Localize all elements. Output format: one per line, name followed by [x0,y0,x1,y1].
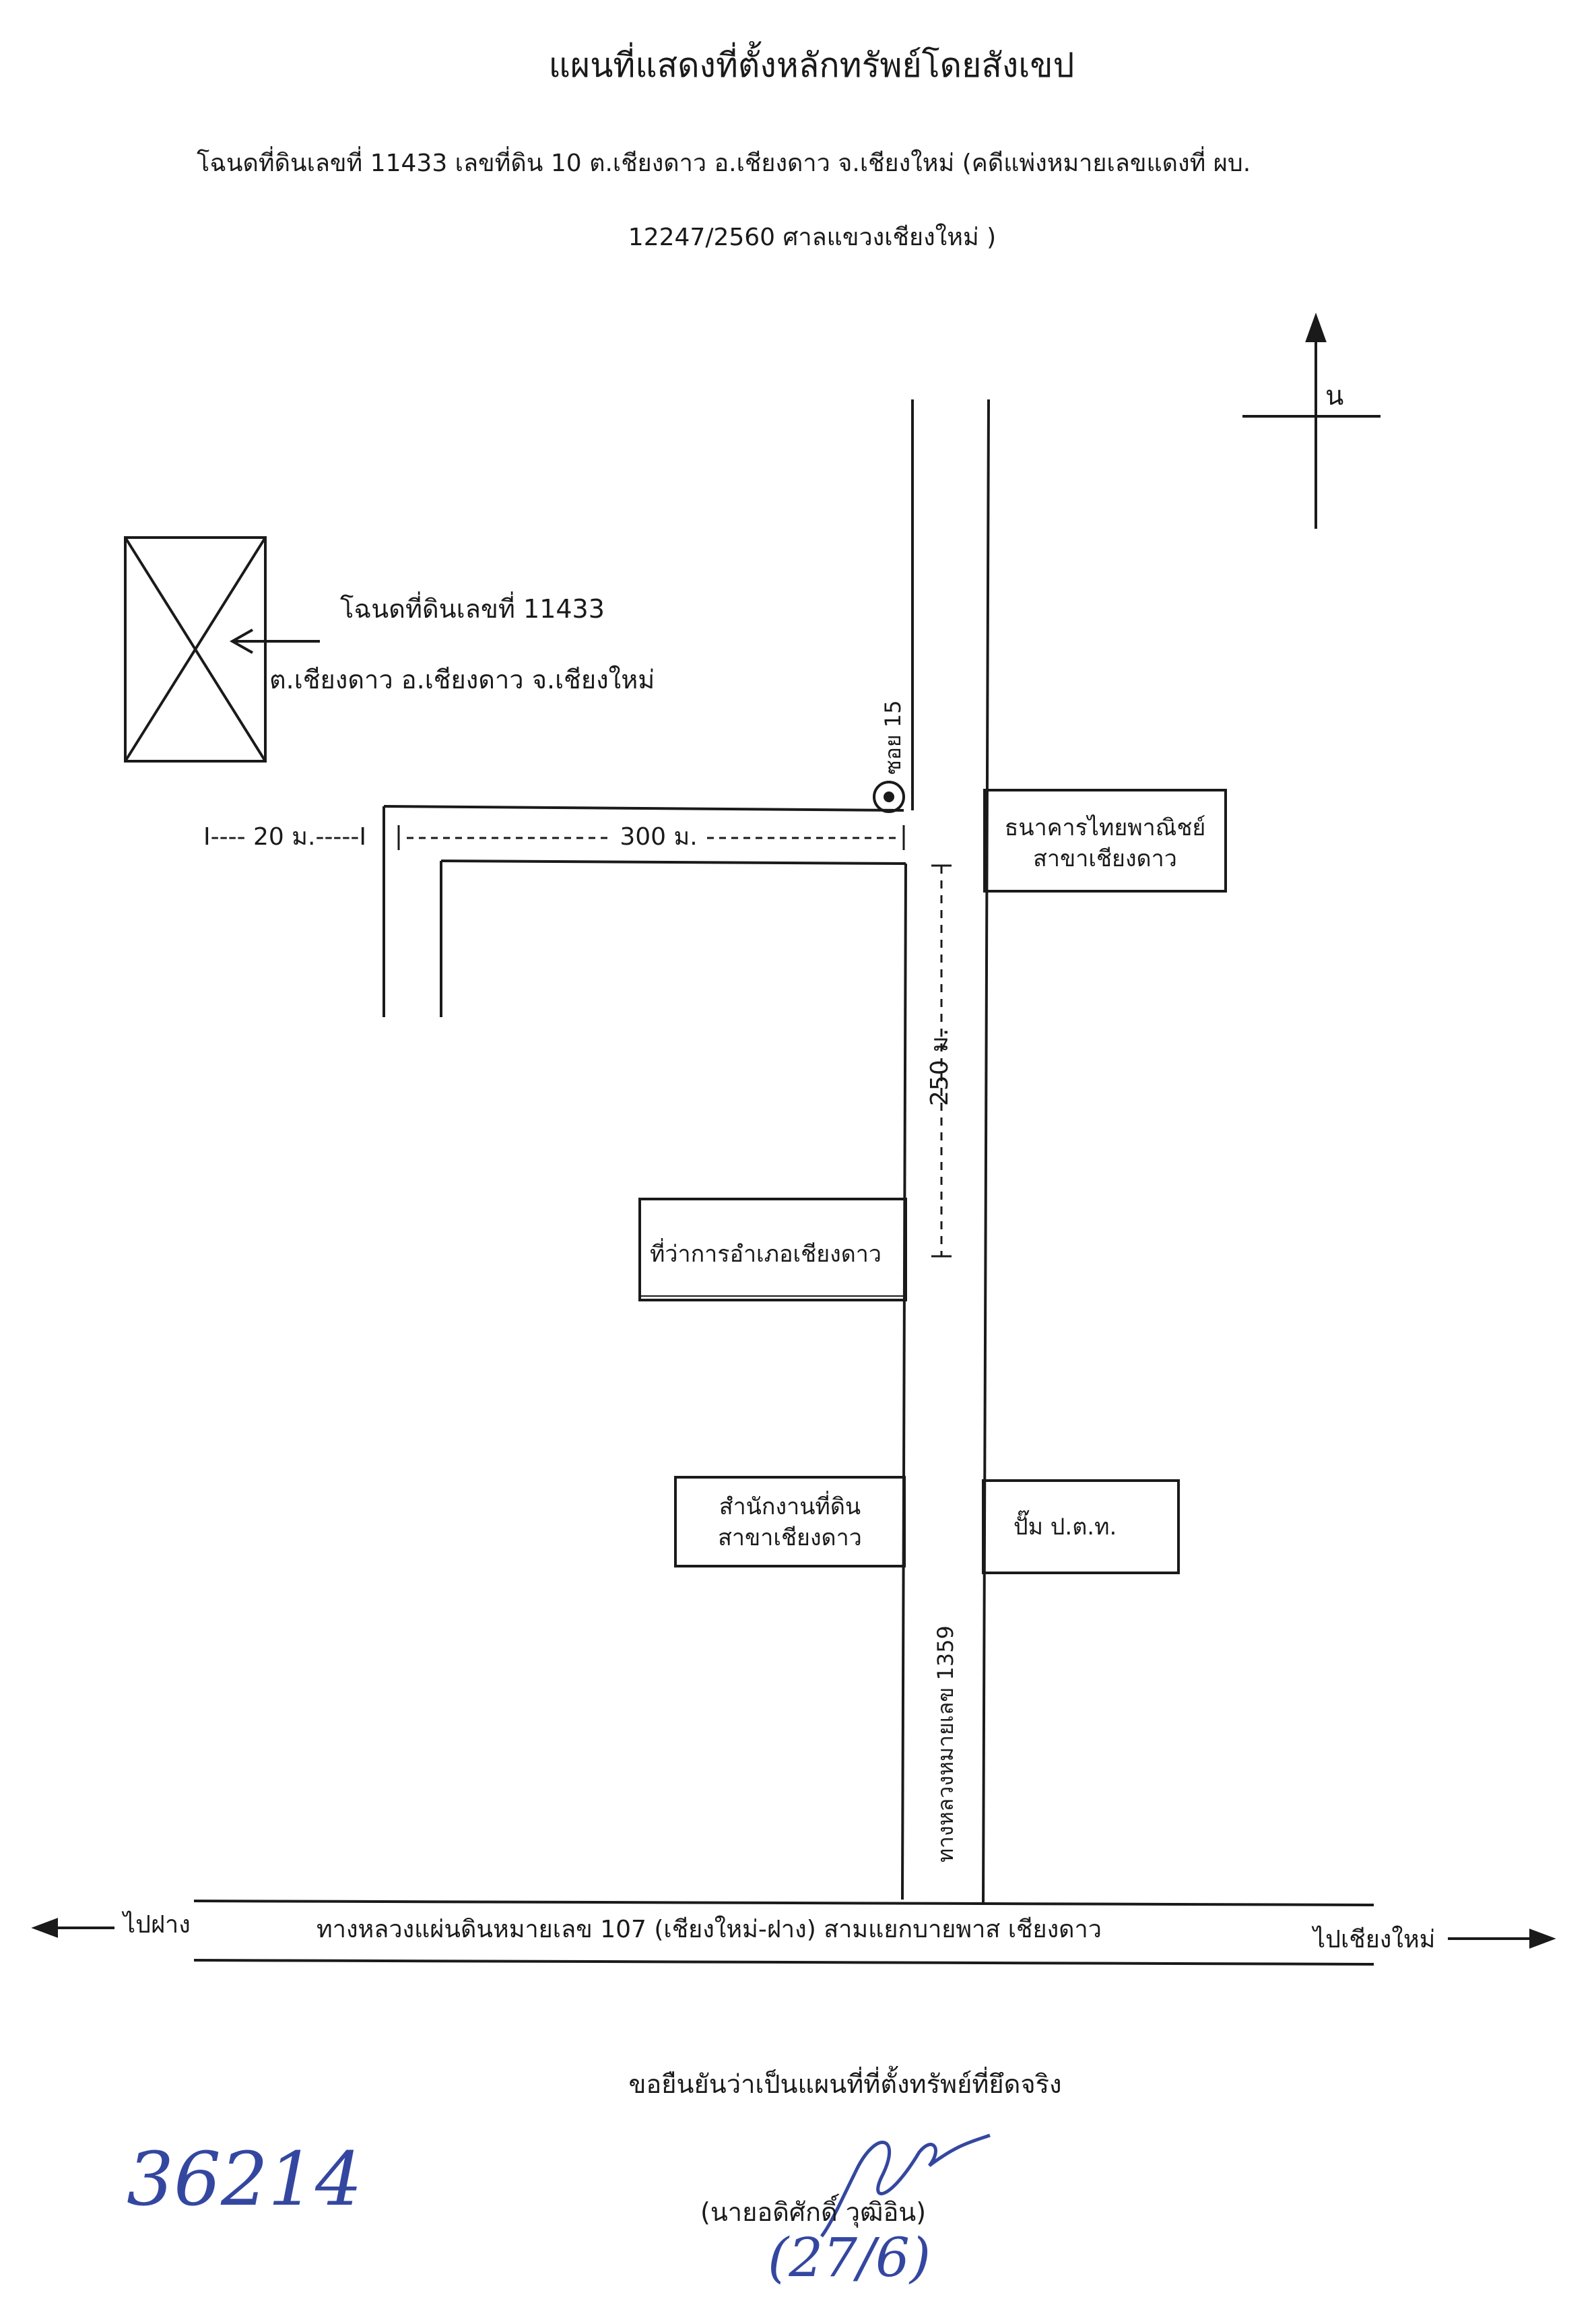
deed-reference-line-2: 12247/2560 ศาลแขวงเชียงใหม่ ) [628,224,997,251]
highway-107-label: ทางหลวงแผ่นดินหมายเลข 107 (เชียงใหม่-ฝาง… [317,1916,1102,1943]
signature-mark [820,2133,991,2238]
signer-name: (นายอดิศักดิ์ วุฒิอิน) [700,2197,927,2227]
soi-junction-marker-icon [873,781,905,813]
distance-250m-label: 250 ม. [926,1028,954,1106]
bank-label-line-1: ธนาคารไทยพาณิชย์ [1004,814,1206,841]
arrow-left-icon [31,1918,114,1938]
to-fang-label: ไปฝาง [123,1911,191,1939]
parcel-box [124,536,267,763]
road-highway-1359 [901,399,990,1906]
parcel-label-line-1: โฉนดที่ดินเลขที่ 11433 [340,594,605,624]
north-arrow-icon [1242,313,1381,529]
arrow-right-icon [1448,1929,1556,1949]
gas-station-box [982,1479,1180,1574]
soi-15-label: ซอย 15 [880,700,906,775]
confirmation-text: ขอยืนยันว่าเป็นแผนที่ที่ตั้งทรัพย์ที่ยึด… [628,2069,1062,2099]
distance-300m-label: 300 ม. [620,823,698,851]
dimension-250m-line [931,864,952,1258]
bank-label: ธนาคารไทยพาณิชย์ สาขาเชียงดาว [991,813,1220,875]
bank-box [983,789,1227,893]
dimension-300m-line [397,825,905,850]
gas-station-label: ปั๊ม ป.ต.ท. [1013,1514,1117,1541]
to-chiangmai-label: ไปเชียงใหม่ [1313,1926,1436,1953]
distance-20m-label: I---- 20 ม.-----I [203,823,367,851]
parcel-pointer-arrow-icon [229,628,320,654]
handwritten-date: (27/6) [768,2226,931,2289]
deed-reference-line-1: โฉนดที่ดินเลขที่ 11433 เลขที่ดิน 10 ต.เช… [197,150,1251,177]
bank-label-line-2: สาขาเชียงดาว [1033,845,1177,872]
north-label: น [1325,381,1344,412]
land-office-label-line-2: สาขาเชียงดาว [718,1524,862,1551]
district-office-box [638,1198,907,1301]
road-soi-15 [383,805,906,1017]
parcel-label-line-2: ต.เชียงดาว อ.เชียงดาว จ.เชียงใหม่ [269,665,655,694]
land-office-box [674,1476,906,1567]
handwritten-code: 36214 [127,2136,362,2222]
page-title: แผนที่แสดงที่ตั้งหลักทรัพย์โดยสังเขป [548,46,1075,85]
land-office-label-line-1: สำนักงานที่ดิน [719,1493,861,1520]
highway-1359-label: ทางหลวงหมายเลข 1359 [933,1625,958,1863]
district-office-label: ที่ว่าการอำเภอเชียงดาว [650,1241,882,1268]
road-highway-107 [193,1900,1374,1966]
land-office-label: สำนักงานที่ดิน สาขาเชียงดาว [682,1492,898,1554]
